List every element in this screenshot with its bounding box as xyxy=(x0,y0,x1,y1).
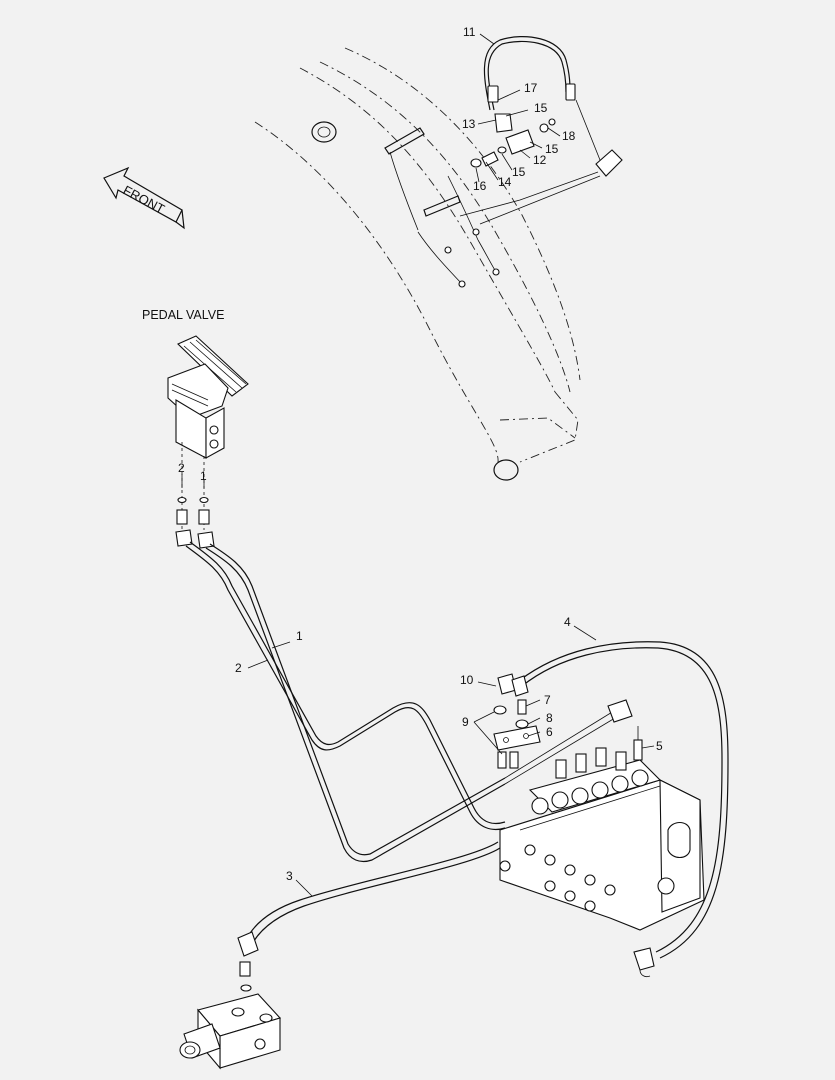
hoses-1-2 xyxy=(185,541,633,863)
callout-18: 18 xyxy=(562,129,576,143)
callout-7: 7 xyxy=(544,693,551,707)
boom-brackets xyxy=(384,127,500,288)
callout-12: 12 xyxy=(533,153,547,167)
callout-15: 15 xyxy=(545,142,559,156)
callout-10: 10 xyxy=(460,673,474,687)
pedal-valve: PEDAL VALVE xyxy=(142,308,249,549)
callout-1: 1 xyxy=(200,469,207,483)
hose-4 xyxy=(519,641,729,978)
leader-lines xyxy=(181,33,655,897)
callout-2: 2 xyxy=(178,461,185,475)
control-valve xyxy=(499,747,705,931)
callouts: 11 17 15 13 18 15 12 16 14 15 2 1 1 2 4 … xyxy=(178,25,663,883)
pedal-valve-title: PEDAL VALVE xyxy=(142,308,224,322)
callout-15: 15 xyxy=(534,101,548,115)
callout-1: 1 xyxy=(296,629,303,643)
hose-11-assembly xyxy=(459,36,623,225)
callout-13: 13 xyxy=(462,117,476,131)
hose-3 xyxy=(237,841,501,992)
callout-5: 5 xyxy=(656,739,663,753)
callout-8: 8 xyxy=(546,711,553,725)
callout-15: 15 xyxy=(512,165,526,179)
callout-16: 16 xyxy=(473,179,487,193)
callout-3: 3 xyxy=(286,869,293,883)
callout-2: 2 xyxy=(235,661,242,675)
fittings-5-10 xyxy=(493,673,643,769)
callout-9: 9 xyxy=(462,715,469,729)
callout-17: 17 xyxy=(524,81,538,95)
boom-outline xyxy=(254,47,581,481)
callout-6: 6 xyxy=(546,725,553,739)
callout-4: 4 xyxy=(564,615,571,629)
solenoid-valve-block xyxy=(179,993,281,1070)
callout-14: 14 xyxy=(498,175,512,189)
front-direction-arrow: FRONT xyxy=(103,166,185,230)
callout-11: 11 xyxy=(463,25,476,39)
